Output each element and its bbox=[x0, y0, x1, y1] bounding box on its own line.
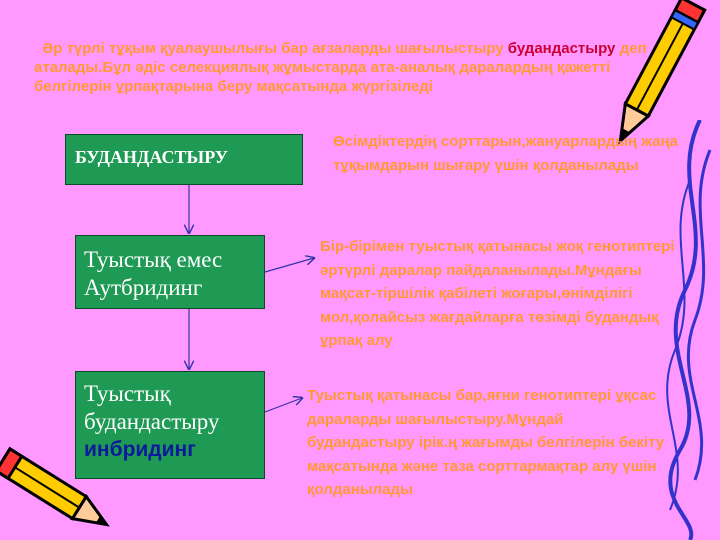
arrow-outbreeding-to-note bbox=[264, 258, 314, 273]
intro-paragraph: Әр түрлі тұқым қуалаушылығы бар ағзалард… bbox=[34, 39, 674, 96]
pencil-icon bbox=[618, 0, 707, 145]
intro-text-part1: Әр түрлі тұқым қуалаушылығы бар ағзалард… bbox=[42, 40, 504, 57]
budandastyru-box: БУДАНДАСТЫРУ bbox=[65, 134, 303, 185]
inbreeding-box-line2: будандастыру bbox=[84, 409, 220, 434]
pencil-icon bbox=[0, 446, 110, 527]
intro-text-part2: деп аталады.Бұл әдіс селекциялық жұмыста… bbox=[34, 40, 647, 95]
outbreeding-note: Бір-бірімен туыстық қатынасы жоқ генотип… bbox=[320, 238, 675, 349]
outbreeding-box: Туыстық емес Аутбридинг bbox=[75, 235, 265, 309]
outbreeding-box-line2: Аутбридинг bbox=[84, 275, 203, 300]
inbreeding-box-line3: инбридинг bbox=[84, 438, 196, 461]
inbreeding-note: Туыстық қатынасы бар,яғни генотиптері ұқ… bbox=[307, 387, 665, 498]
outbreeding-box-line1: Туыстық емес bbox=[84, 247, 223, 272]
budandastyru-box-label: БУДАНДАСТЫРУ bbox=[75, 147, 228, 167]
arrow-inbreeding-to-note bbox=[264, 398, 302, 413]
inbreeding-box-line1: Туыстық bbox=[84, 381, 171, 406]
inbreeding-box: Туыстық будандастыру инбридинг bbox=[75, 371, 265, 479]
intro-highlight-term: будандастыру bbox=[507, 40, 616, 57]
decorative-squiggles bbox=[666, 120, 712, 540]
main-note: Өсімдіктердің сорттарын,жануарлардың жаң… bbox=[333, 133, 678, 174]
